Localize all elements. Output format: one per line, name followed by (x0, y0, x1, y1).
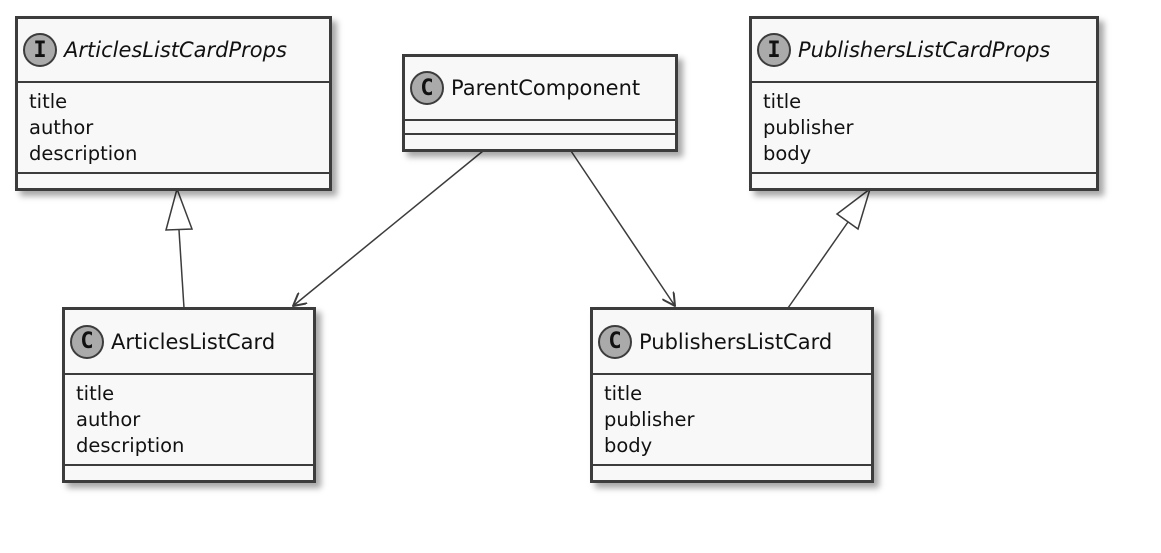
interface-stereotype-icon: I (757, 33, 791, 67)
node-title: ArticlesListCardProps (64, 38, 287, 62)
parent-component-node[interactable]: C ParentComponent (402, 54, 678, 152)
realization-edge-articles (178, 229, 185, 309)
attribute: title (76, 382, 115, 405)
realization-edge-publishers (787, 221, 849, 309)
node-title: ArticlesListCard (111, 329, 276, 354)
association-edge-publishers (570, 150, 675, 306)
attribute: publisher (604, 408, 695, 431)
articles-list-card-props-node[interactable]: I ArticlesListCardProps title author des… (15, 16, 332, 191)
attribute: body (604, 434, 653, 457)
attributes-compartment: title publisher body (752, 83, 1096, 174)
class-stereotype-icon: C (598, 324, 632, 359)
attribute: title (763, 90, 802, 113)
node-header: C ParentComponent (405, 57, 675, 121)
class-stereotype-icon: C (70, 324, 104, 359)
methods-compartment (65, 466, 313, 478)
node-header: C PublishersListCard (593, 310, 871, 375)
node-header: C ArticlesListCard (65, 310, 313, 375)
attribute: title (29, 90, 68, 113)
interface-stereotype-icon: I (23, 33, 57, 67)
methods-compartment (18, 174, 329, 186)
node-header: I PublishersListCardProps (752, 19, 1096, 83)
attribute: author (29, 116, 94, 139)
realization-arrowhead-publishers (835, 187, 872, 231)
attributes-compartment: title author description (65, 375, 313, 466)
attributes-compartment (405, 121, 675, 135)
attribute: description (29, 142, 138, 165)
attribute: title (604, 382, 643, 405)
node-title: ParentComponent (451, 76, 641, 100)
realization-arrowhead-articles (165, 186, 194, 231)
class-stereotype-icon: C (410, 71, 444, 105)
attribute: description (76, 434, 185, 457)
methods-compartment (405, 135, 675, 147)
attribute: author (76, 408, 141, 431)
methods-compartment (593, 466, 871, 478)
articles-list-card-node[interactable]: C ArticlesListCard title author descript… (62, 307, 316, 483)
node-title: PublishersListCardProps (798, 38, 1051, 62)
publishers-list-card-node[interactable]: C PublishersListCard title publisher bod… (590, 307, 874, 483)
attributes-compartment: title publisher body (593, 375, 871, 466)
attribute: publisher (763, 116, 854, 139)
attribute: body (763, 142, 812, 165)
node-title: PublishersListCard (639, 329, 833, 354)
attributes-compartment: title author description (18, 83, 329, 174)
methods-compartment (752, 174, 1096, 186)
publishers-list-card-props-node[interactable]: I PublishersListCardProps title publishe… (749, 16, 1099, 191)
node-header: I ArticlesListCardProps (18, 19, 329, 83)
association-edge-articles (293, 150, 484, 306)
